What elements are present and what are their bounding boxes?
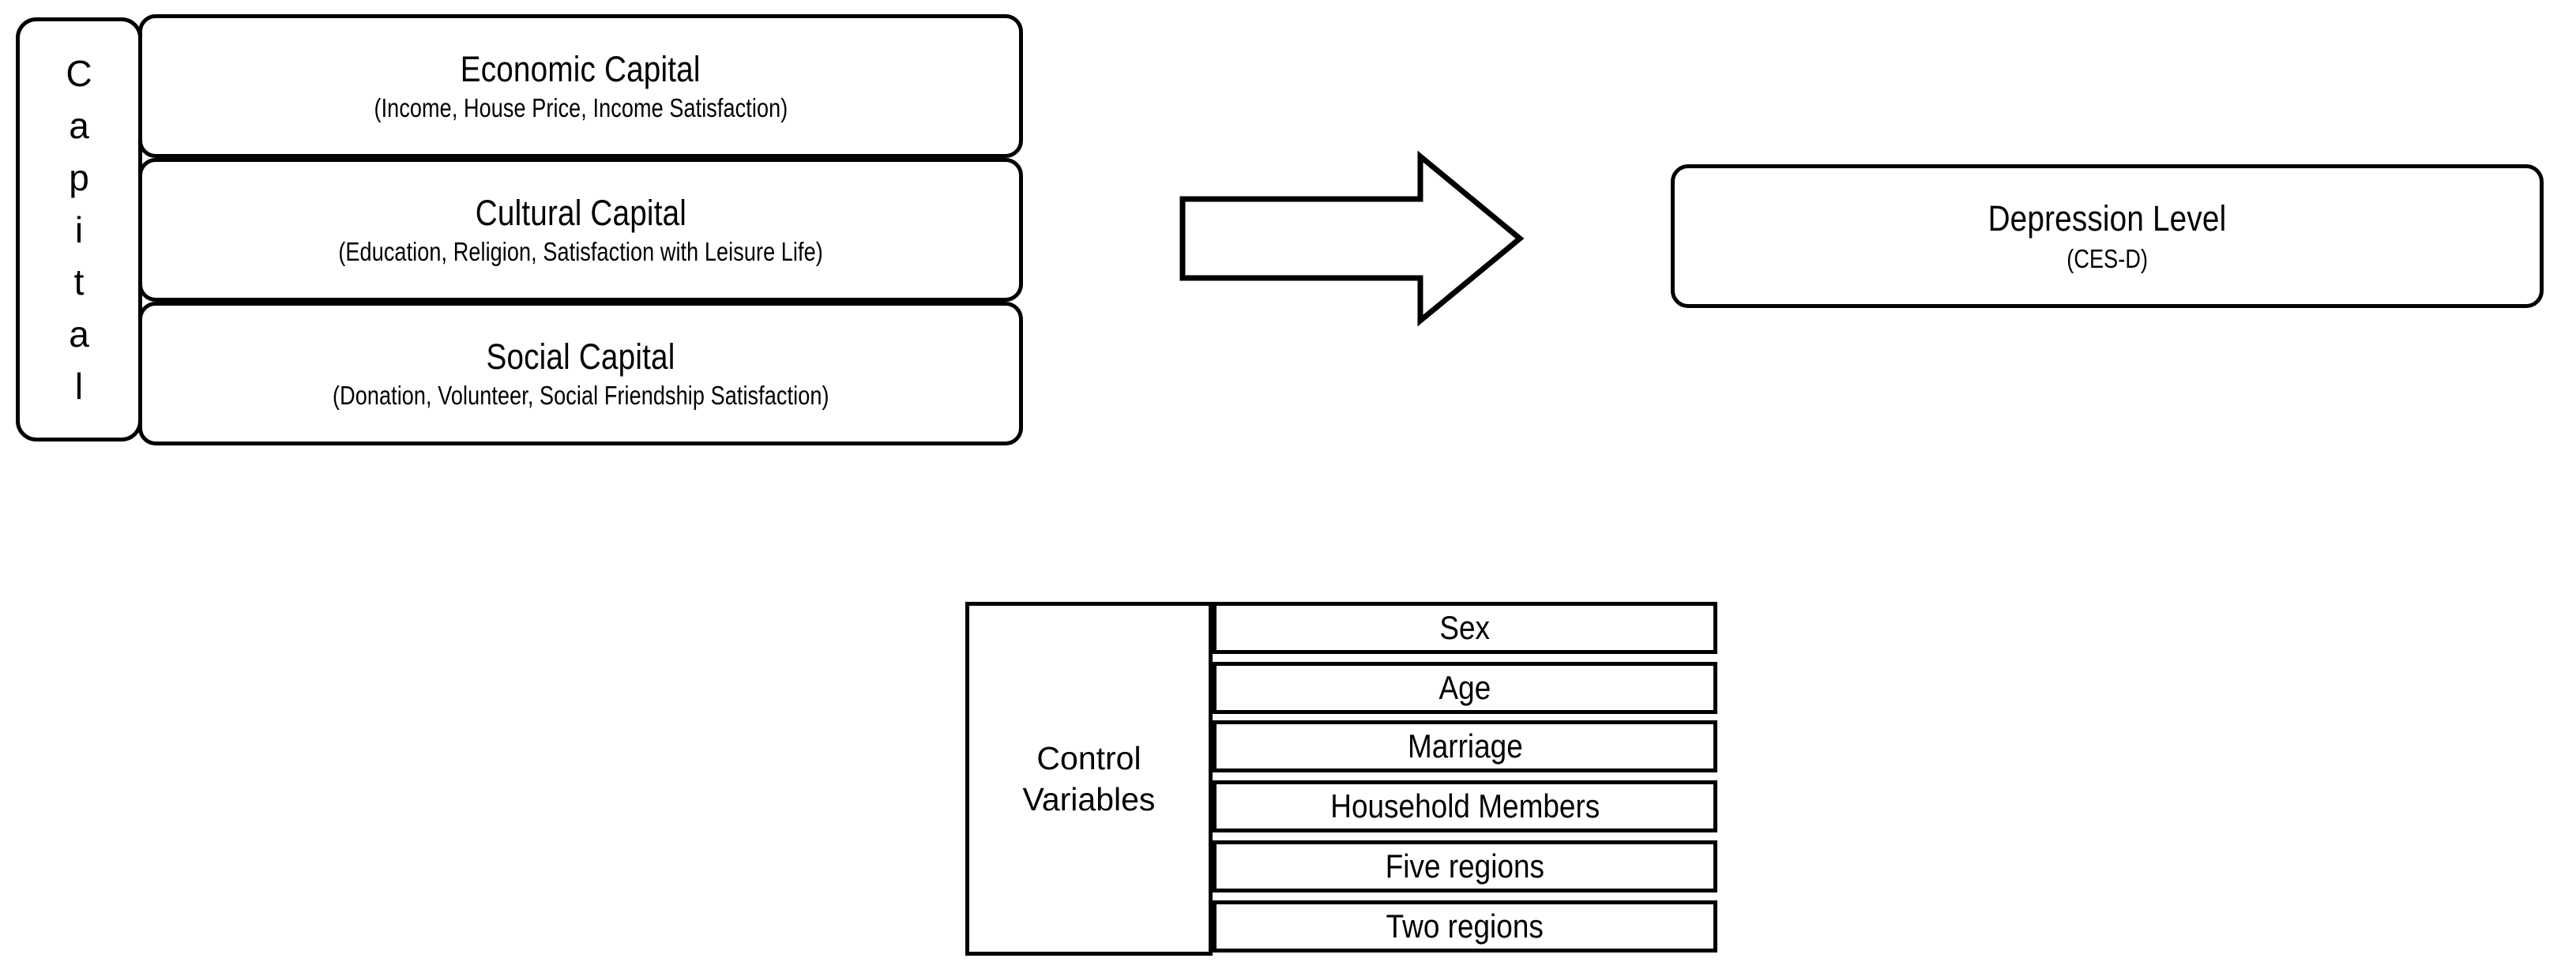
capital-letter-l: l (74, 365, 84, 407)
control-variable-row-sex: Sex (1213, 602, 1717, 654)
cultural-capital-box: Cultural Capital (Education, Religion, S… (138, 158, 1023, 302)
control-variable-label-two-regions: Two regions (1386, 907, 1544, 945)
social-capital-box: Social Capital (Donation, Volunteer, Soc… (138, 302, 1023, 445)
depression-level-subtitle: (CES-D) (2066, 244, 2148, 273)
economic-capital-box: Economic Capital (Income, House Price, I… (138, 14, 1023, 158)
capital-letter-a2: a (69, 313, 89, 355)
control-variables-label-line-1: Control (1036, 740, 1141, 776)
depression-level-box: Depression Level (CES-D) (1671, 164, 2544, 308)
control-variable-row-age: Age (1213, 662, 1717, 714)
cultural-capital-subtitle: (Education, Religion, Satisfaction with … (338, 237, 823, 266)
capital-letter-c: C (66, 52, 92, 94)
social-capital-subtitle: (Donation, Volunteer, Social Friendship … (332, 381, 829, 410)
control-variables-table: Control Variables Sex Age Marriage House… (965, 602, 1717, 956)
control-variable-label-sex: Sex (1439, 609, 1491, 646)
capital-letter-a1: a (69, 104, 89, 146)
economic-capital-subtitle: (Income, House Price, Income Satisfactio… (374, 93, 788, 122)
control-variable-label-household-members: Household Members (1329, 787, 1600, 825)
control-variables-label-cell: Control Variables (965, 602, 1213, 956)
capital-group: C a p i t a l Economic Capital (Income, … (16, 14, 1023, 445)
cultural-capital-title: Cultural Capital (475, 193, 686, 233)
social-capital-title: Social Capital (486, 336, 675, 377)
capital-letter-t: t (73, 261, 85, 302)
capital-vertical-label-box: C a p i t a l (16, 17, 142, 442)
control-variable-row-household-members: Household Members (1213, 780, 1717, 832)
right-block-arrow-icon (1179, 150, 1526, 328)
control-variable-label-five-regions: Five regions (1385, 847, 1545, 885)
economic-capital-title: Economic Capital (461, 49, 701, 89)
control-variables-label-line-2: Variables (1022, 781, 1156, 817)
capital-letter-p: p (69, 156, 89, 198)
control-variable-label-age: Age (1438, 669, 1491, 706)
control-variable-label-marriage: Marriage (1407, 727, 1523, 765)
control-variable-row-five-regions: Five regions (1213, 840, 1717, 892)
depression-level-title: Depression Level (1987, 198, 2227, 239)
control-variable-row-marriage: Marriage (1213, 720, 1717, 772)
control-variable-row-two-regions: Two regions (1213, 900, 1717, 953)
capital-letter-i: i (74, 209, 84, 250)
